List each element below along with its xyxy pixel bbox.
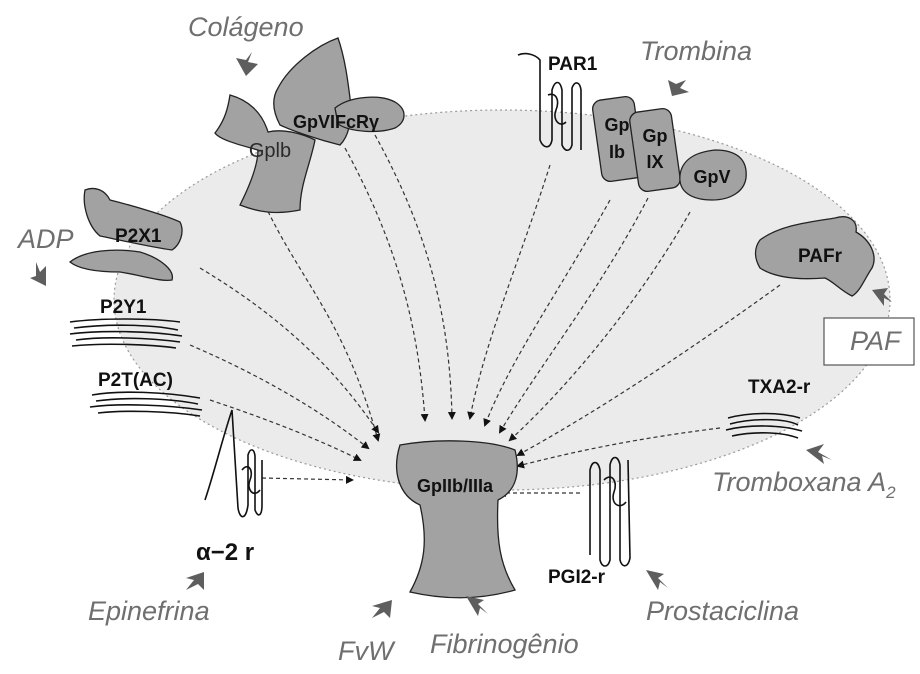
vwf-label: FvW: [338, 636, 396, 666]
gpvi-fcr-label: GpVIFcRγ: [293, 112, 379, 132]
gpiib-iiia-receptor: GpIIb/IIIa: [397, 441, 518, 598]
thromboxane-subscript: 2: [885, 483, 896, 502]
txa2-label: TXA2-r: [748, 377, 811, 398]
adp-arrow-icon: [30, 262, 46, 286]
thromboxane-label: Tromboxana A2: [712, 467, 896, 502]
prostacyclin-arrow-icon: [646, 570, 668, 590]
epinephrine-label: Epinefrina: [88, 596, 210, 626]
svg-text:Gp: Gp: [643, 126, 668, 146]
par1-label: PAR1: [548, 54, 598, 75]
pafr-label: PAFr: [798, 246, 843, 267]
pgi2-label: PGI2-r: [548, 567, 606, 588]
alpha2-label: α−2 r: [196, 539, 254, 566]
thrombin-arrow-icon: [668, 80, 689, 96]
collagen-label: Colágeno: [188, 12, 304, 42]
signal-arrow-alpha2: [262, 478, 352, 480]
epinephrine-arrow-icon: [186, 572, 204, 590]
paf-label: PAF: [850, 326, 902, 356]
svg-text:Gp: Gp: [605, 115, 630, 135]
svg-text:Ib: Ib: [609, 142, 625, 162]
gpib-left-label: Gplb: [249, 140, 291, 162]
gpvi-fcr-receptor: GpVIFcRγ: [274, 38, 404, 145]
prostacyclin-label: Prostaciclina: [646, 596, 799, 626]
svg-text:GpV: GpV: [693, 167, 730, 187]
thrombin-label: Trombina: [640, 36, 752, 66]
p2t-label: P2T(AC): [98, 370, 173, 391]
collagen-arrow-icon: [236, 52, 258, 76]
fibrinogen-arrow-icon: [466, 596, 488, 616]
gpiib-iiia-label: GpIIb/IIIa: [417, 476, 494, 496]
p2y1-label: P2Y1: [100, 297, 147, 318]
vwf-arrow-icon: [372, 600, 392, 618]
adp-label: ADP: [16, 224, 74, 254]
thromboxane-arrow-icon: [806, 444, 832, 464]
p2x1-label: P2X1: [115, 226, 162, 247]
p2x1-receptor: P2X1: [70, 188, 182, 280]
fibrinogen-label: Fibrinogênio: [430, 629, 579, 659]
svg-text:IX: IX: [646, 152, 663, 172]
